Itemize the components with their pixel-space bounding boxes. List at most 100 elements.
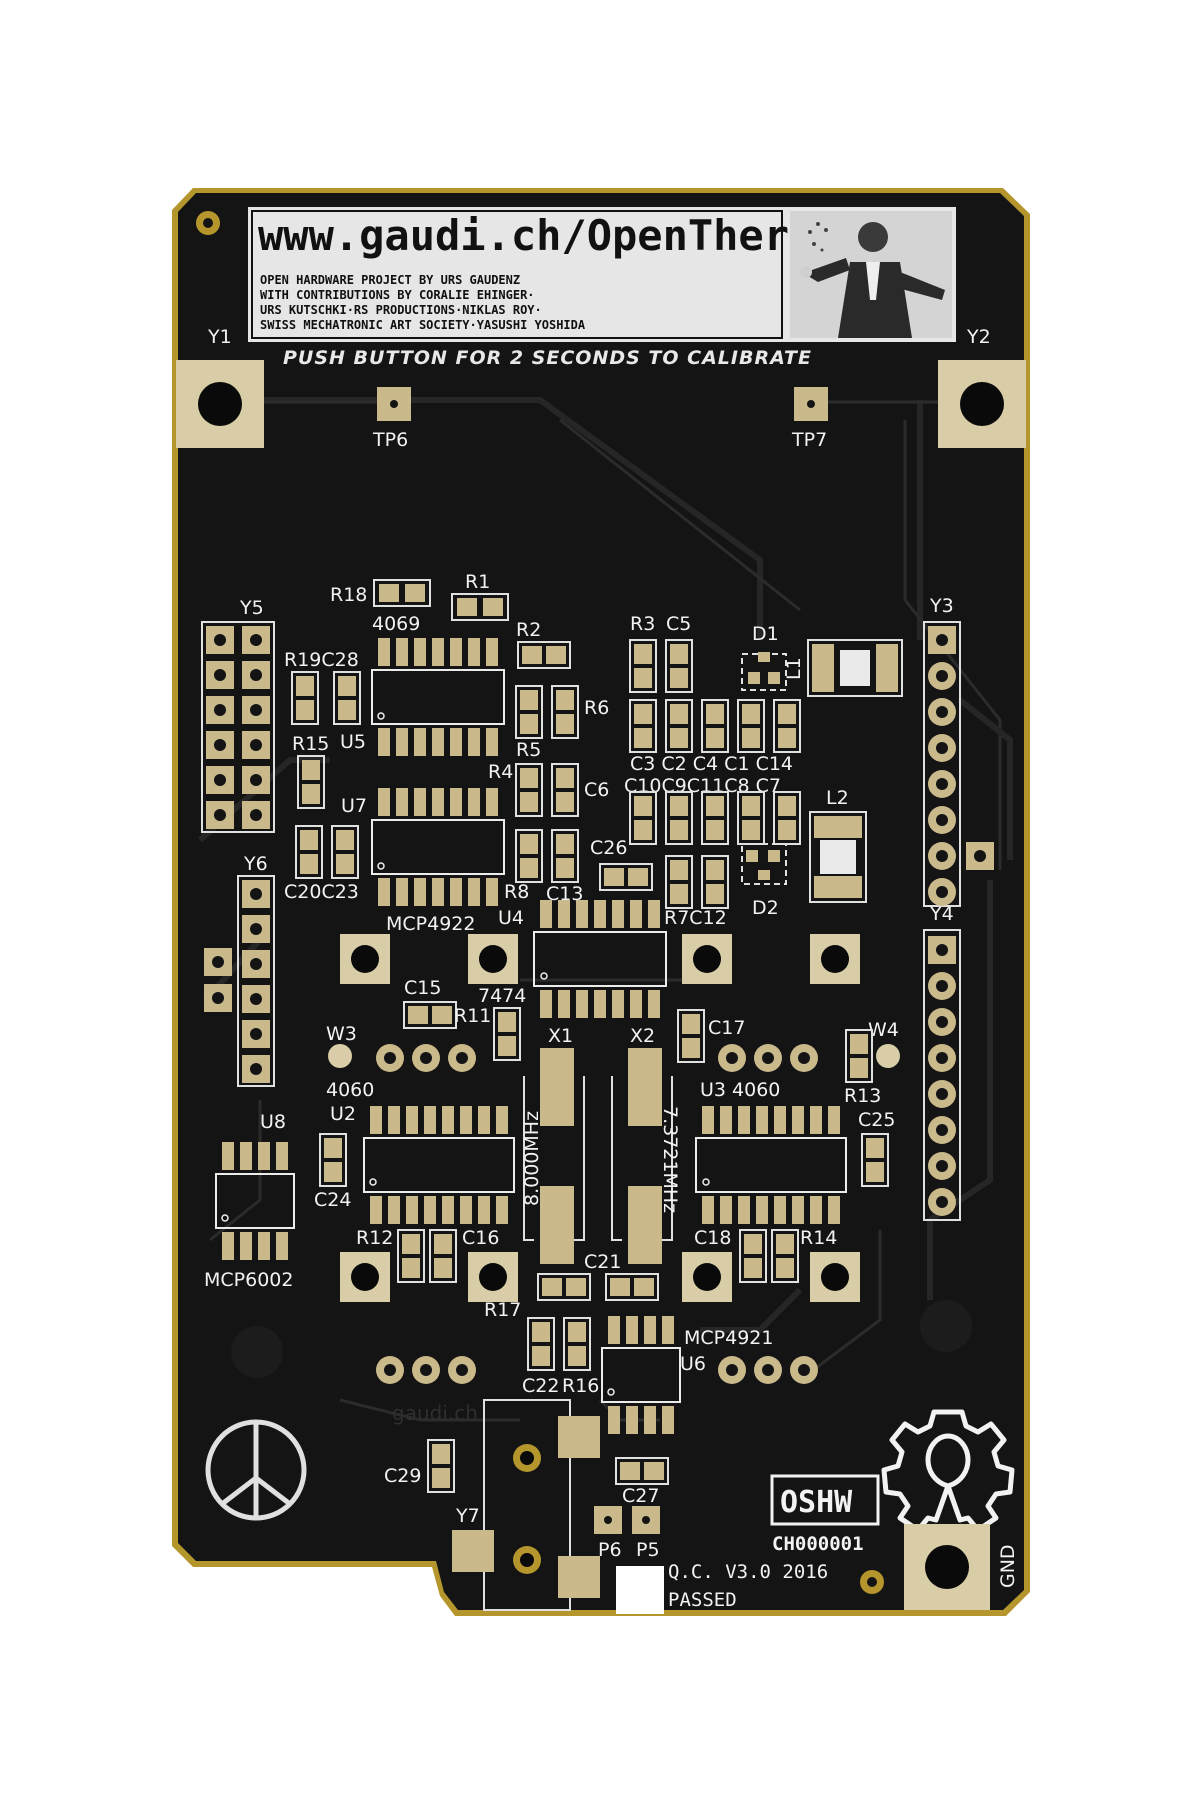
mounting-pads-row2 bbox=[340, 1252, 860, 1302]
label-r4: R4 bbox=[488, 761, 513, 783]
capacitor-c28 bbox=[333, 671, 361, 725]
label-u4: U4 bbox=[498, 907, 524, 929]
capacitor-unlabeled-r8b bbox=[551, 829, 579, 883]
label-y5: Y5 bbox=[239, 597, 264, 619]
label-r5: R5 bbox=[516, 739, 541, 761]
inductor-l2 bbox=[809, 811, 867, 903]
label-x2-freq: 7.3721MHz bbox=[659, 1106, 681, 1213]
connector-y2 bbox=[938, 360, 1026, 448]
label-4069: 4069 bbox=[372, 613, 420, 635]
resistor-r6 bbox=[551, 685, 579, 739]
label-w3: W3 bbox=[326, 1023, 357, 1045]
oshw-cert: CH000001 bbox=[772, 1533, 864, 1555]
label-y7: Y7 bbox=[455, 1505, 480, 1527]
test-point-tp6 bbox=[377, 387, 411, 421]
crystal-x1 bbox=[523, 1048, 585, 1264]
label-r7c12: R7C12 bbox=[664, 907, 727, 929]
label-c21: C21 bbox=[584, 1251, 621, 1273]
ic-u7-mcp4922 bbox=[371, 788, 505, 906]
label-r12: R12 bbox=[356, 1227, 393, 1249]
capacitor-c27 bbox=[615, 1457, 669, 1485]
capacitor-c17 bbox=[677, 1009, 705, 1063]
ic-u2-4060 bbox=[363, 1106, 515, 1224]
ic-u6-mcp4921 bbox=[601, 1316, 681, 1434]
label-mcp4921: MCP4921 bbox=[684, 1327, 773, 1349]
capacitor-c20 bbox=[295, 825, 323, 879]
pin-hole bbox=[250, 958, 262, 970]
banner-title: www.gaudi.ch/OpenTheremin bbox=[258, 211, 890, 260]
oshw-logo-text: OSHW bbox=[780, 1485, 853, 1520]
pin-hole bbox=[936, 670, 948, 682]
label-c18: C18 bbox=[694, 1227, 731, 1249]
mounting-pads-row1 bbox=[340, 934, 860, 984]
test-point-tp7 bbox=[794, 387, 828, 421]
pin-hole bbox=[250, 704, 262, 716]
label-y4: Y4 bbox=[929, 903, 954, 925]
pin-hole bbox=[936, 850, 948, 862]
capacitor-c6 bbox=[551, 763, 579, 817]
conductor-image bbox=[790, 211, 952, 338]
label-r3: R3 bbox=[630, 613, 655, 635]
label-d1: D1 bbox=[752, 623, 779, 645]
capacitor-c25 bbox=[861, 1133, 889, 1187]
ic-u8-mcp6002 bbox=[215, 1142, 295, 1260]
label-r17: R17 bbox=[484, 1299, 521, 1321]
capacitor-c21 bbox=[537, 1273, 659, 1301]
pin-hole bbox=[936, 1052, 948, 1064]
pin-hole bbox=[936, 814, 948, 826]
label-c13: C13 bbox=[546, 883, 583, 905]
pin-hole bbox=[250, 809, 262, 821]
label-u8: U8 bbox=[260, 1111, 286, 1133]
audio-jack-y7 bbox=[452, 1399, 600, 1611]
label-x2: X2 bbox=[630, 1025, 655, 1047]
pin-hole bbox=[936, 634, 948, 646]
capacitor-c29 bbox=[427, 1439, 455, 1493]
banner-line-4: SWISS MECHATRONIC ART SOCIETY·YASUSHI YO… bbox=[260, 318, 586, 332]
label-l2: L2 bbox=[826, 787, 849, 809]
pin-hole bbox=[936, 778, 948, 790]
pin-hole bbox=[250, 888, 262, 900]
pin-hole bbox=[250, 669, 262, 681]
label-mcp6002: MCP6002 bbox=[204, 1269, 293, 1291]
project-banner: www.gaudi.ch/OpenTheremin OPEN HARDWARE … bbox=[248, 207, 956, 342]
pin-hole bbox=[250, 634, 262, 646]
calibrate-instruction: PUSH BUTTON FOR 2 SECONDS TO CALIBRATE bbox=[283, 347, 812, 369]
gaudi-faint-text: gaudi.ch bbox=[392, 1401, 478, 1425]
qc-line-1: Q.C. V3.0 2016 bbox=[668, 1561, 828, 1583]
header-y4 bbox=[923, 929, 961, 1221]
label-c15: C15 bbox=[404, 977, 441, 999]
label-w4: W4 bbox=[868, 1019, 899, 1041]
label-y2: Y2 bbox=[966, 326, 991, 348]
label-x1-freq: 8.000MHz bbox=[521, 1111, 543, 1206]
capacitor-c15 bbox=[403, 1001, 457, 1029]
resistor-r2 bbox=[517, 641, 571, 669]
ic-u4-7474 bbox=[533, 900, 667, 1018]
resistor-r13 bbox=[845, 1029, 873, 1083]
label-x1: X1 bbox=[548, 1025, 573, 1047]
label-c16: C16 bbox=[462, 1227, 499, 1249]
label-c5: C5 bbox=[666, 613, 691, 635]
label-r2: R2 bbox=[516, 619, 541, 641]
pin-hole bbox=[936, 1196, 948, 1208]
pin-hole bbox=[214, 704, 226, 716]
label-r8: R8 bbox=[504, 881, 529, 903]
pin-hole bbox=[250, 739, 262, 751]
label-gnd: GND bbox=[997, 1544, 1019, 1588]
resistor-r5 bbox=[515, 685, 543, 739]
pin-hole bbox=[936, 886, 948, 898]
label-4060: 4060 bbox=[326, 1079, 374, 1101]
capacitor-c18-r14 bbox=[739, 1229, 799, 1283]
oshw-logo: OSHW bbox=[770, 1474, 880, 1526]
capacitor-c23 bbox=[331, 825, 359, 879]
label-r15: R15 bbox=[292, 733, 329, 755]
pin-hole bbox=[214, 774, 226, 786]
label-mcp4922: MCP4922 bbox=[386, 913, 475, 935]
resistor-r12-c16 bbox=[397, 1229, 457, 1283]
header-y3 bbox=[923, 621, 994, 907]
label-7474: 7474 bbox=[478, 985, 526, 1007]
label-r13: R13 bbox=[844, 1085, 881, 1107]
label-c17: C17 bbox=[708, 1017, 745, 1039]
label-c26: C26 bbox=[590, 837, 627, 859]
pin-hole bbox=[936, 1016, 948, 1028]
